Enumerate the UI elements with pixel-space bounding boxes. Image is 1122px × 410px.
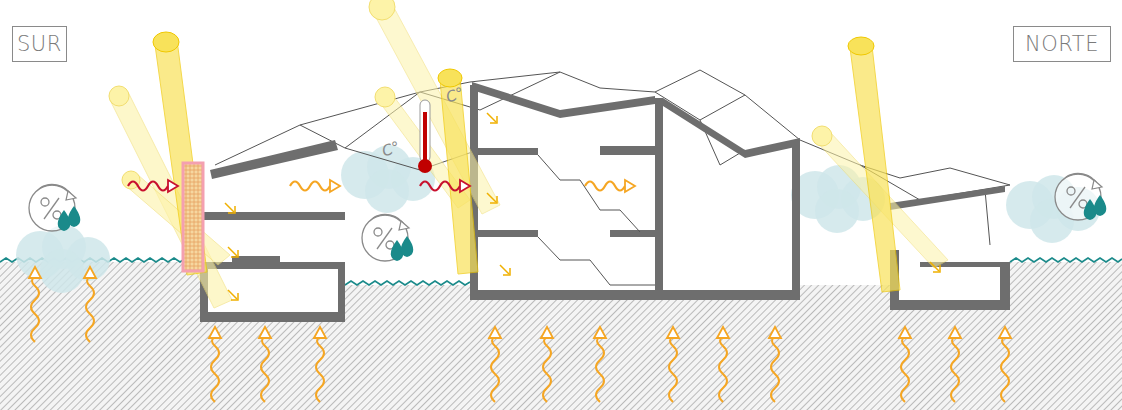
sun-beam xyxy=(109,0,948,308)
heat-wave xyxy=(128,180,178,192)
ground-hatch xyxy=(0,262,1122,410)
water-line xyxy=(345,281,470,285)
middle-block xyxy=(470,82,800,300)
radiation-arrow xyxy=(225,203,235,213)
solar-screen xyxy=(183,163,203,271)
thermometer xyxy=(418,100,432,173)
humidity-icon xyxy=(1055,174,1106,220)
heat-wave xyxy=(290,180,340,192)
stair-line xyxy=(538,155,655,285)
orientation-box: NORTE xyxy=(1013,26,1111,62)
heat-wave xyxy=(585,180,635,192)
heat-wave xyxy=(420,180,470,192)
orientation-box: SUR xyxy=(12,26,67,62)
radiation-arrow xyxy=(487,193,497,203)
radiation-arrow xyxy=(500,265,510,275)
humidity-cloud xyxy=(16,225,110,293)
humidity-icon xyxy=(362,215,413,261)
humidity-icon xyxy=(29,185,80,231)
radiation-arrow xyxy=(228,290,238,300)
water-line xyxy=(1010,258,1122,262)
right-block xyxy=(890,186,1010,310)
radiation-arrow xyxy=(487,113,497,123)
orientation-label: SUR xyxy=(17,32,62,56)
ground-heat xyxy=(29,267,1011,402)
radiation-arrow xyxy=(930,262,940,272)
radiation-arrow xyxy=(228,247,238,257)
orientation-label: NORTE xyxy=(1025,32,1099,56)
